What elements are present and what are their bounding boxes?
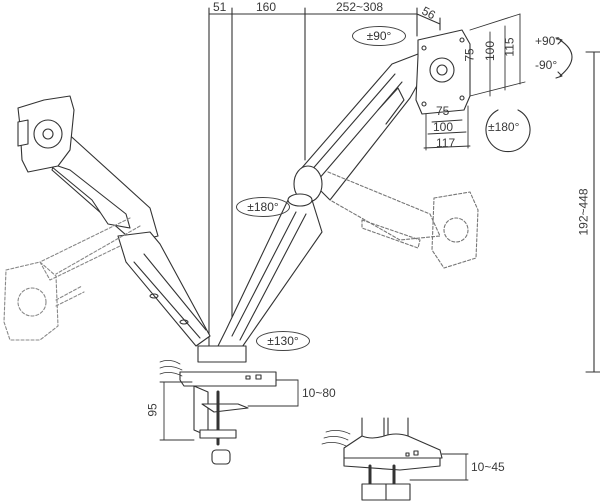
right-monitor-arm: [217, 53, 429, 351]
clamp-dimension-lines: [159, 379, 299, 441]
top-dimension-line: [208, 7, 418, 361]
height-range-label: 192~448: [576, 188, 591, 236]
clamp-height-label: 95: [145, 403, 160, 417]
vesa-vert-115: 115: [502, 37, 517, 57]
tilt-arc-icon: [555, 37, 573, 79]
vesa-vert-100: 100: [483, 40, 498, 62]
swivel-rotation-label: ±90°: [352, 26, 406, 46]
right-vesa-plate: [415, 29, 471, 115]
depth-dimension: [416, 13, 441, 31]
tilt-up-label: +90°: [535, 34, 561, 48]
rotate-arc-icon: [485, 109, 531, 153]
left-vesa-plate: [17, 95, 75, 173]
tilt-down-label: -90°: [535, 58, 558, 72]
grommet-dimension-lines: [409, 453, 469, 481]
vesa-vert-75: 75: [462, 48, 477, 62]
plate-rotation-label: ±180°: [488, 120, 520, 134]
vesa-horiz-117: 117: [436, 136, 456, 150]
grommet-desk-thickness-label: 10~45: [471, 460, 505, 474]
vesa-dimension-lines: [423, 13, 526, 151]
clamp-desk-thickness-label: 10~80: [302, 386, 336, 400]
grommet-mount: [321, 417, 443, 501]
dim-160: 160: [256, 0, 277, 14]
height-dimension: [585, 51, 600, 373]
arm-mid-rotation-label: ±180°: [236, 197, 290, 217]
vesa-horiz-75: 75: [436, 104, 450, 118]
clamp-mount: [159, 345, 277, 465]
left-monitor-arm: [45, 129, 211, 347]
left-ghost-arm: [3, 217, 141, 341]
dim-51: 51: [213, 0, 227, 14]
arm-base-rotation-label: ±130°: [256, 331, 310, 351]
dim-252-308: 252~308: [336, 0, 384, 14]
right-ghost-arm: [327, 171, 479, 269]
vesa-horiz-100: 100: [433, 120, 454, 134]
